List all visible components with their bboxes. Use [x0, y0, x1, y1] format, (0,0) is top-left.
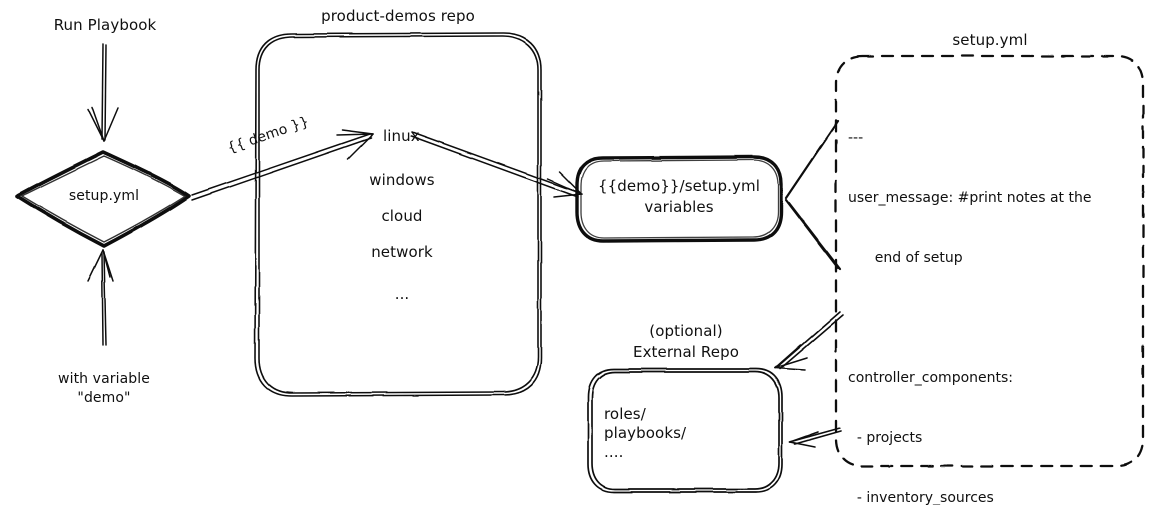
repo-item-linux: linux: [383, 127, 420, 145]
arrow-panel-to-external-repo-top: [774, 311, 844, 371]
with-variable-label-line2: "demo": [77, 390, 131, 406]
run-playbook-label: Run Playbook: [53, 16, 157, 34]
setup-yml-panel-body: --- user_message: #print notes at the en…: [848, 88, 1091, 505]
panel-line-1: user_message: #print notes at the: [848, 190, 1092, 206]
repo-item-network: network: [371, 243, 433, 261]
panel-line-4: controller_components:: [848, 370, 1013, 386]
variables-box: [575, 155, 783, 243]
arrow-with-variable: [87, 249, 114, 346]
product-demos-repo-title: product-demos repo: [321, 7, 475, 25]
setup-yml-diamond: [15, 150, 191, 248]
external-repo-title-line1: (optional): [649, 322, 723, 340]
panel-line-5: - projects: [848, 430, 923, 446]
panel-line-3: [848, 308, 1091, 328]
panel-line-0: ---: [848, 130, 864, 146]
variables-box-inner: [580, 159, 779, 239]
repo-item-cloud: cloud: [381, 207, 423, 225]
external-repo-item-ellipsis: ....: [604, 443, 624, 461]
panel-line-2: end of setup: [848, 250, 963, 266]
product-demos-repo-box: [254, 32, 542, 397]
setup-yml-diamond-inner: [21, 155, 186, 243]
arrow-linux-to-variables: [410, 131, 583, 198]
panel-line-6: - inventory_sources: [848, 490, 994, 505]
arrow-run-playbook: [87, 43, 119, 142]
with-variable-label-line1: with variable: [58, 371, 150, 387]
repo-item-windows: windows: [369, 171, 435, 189]
setup-yml-panel-box: [834, 54, 1145, 468]
external-repo-box: [587, 368, 783, 493]
external-repo-item-playbooks: playbooks/: [604, 424, 687, 442]
external-repo-title-line2: External Repo: [633, 343, 739, 361]
external-repo-item-roles: roles/: [604, 405, 646, 423]
arrow-setup-to-linux: [191, 129, 374, 201]
setup-yml-diamond-label: setup.yml: [68, 188, 140, 204]
arrow-panel-to-external-repo-bottom: [789, 427, 842, 448]
variables-box-line1: {{demo}}/setup.yml: [598, 177, 760, 195]
connector-panel-to-variables: [784, 119, 842, 271]
variables-box-line2: variables: [644, 198, 714, 216]
repo-item-ellipsis: ...: [394, 285, 410, 303]
setup-yml-panel-title: setup.yml: [952, 31, 1028, 49]
